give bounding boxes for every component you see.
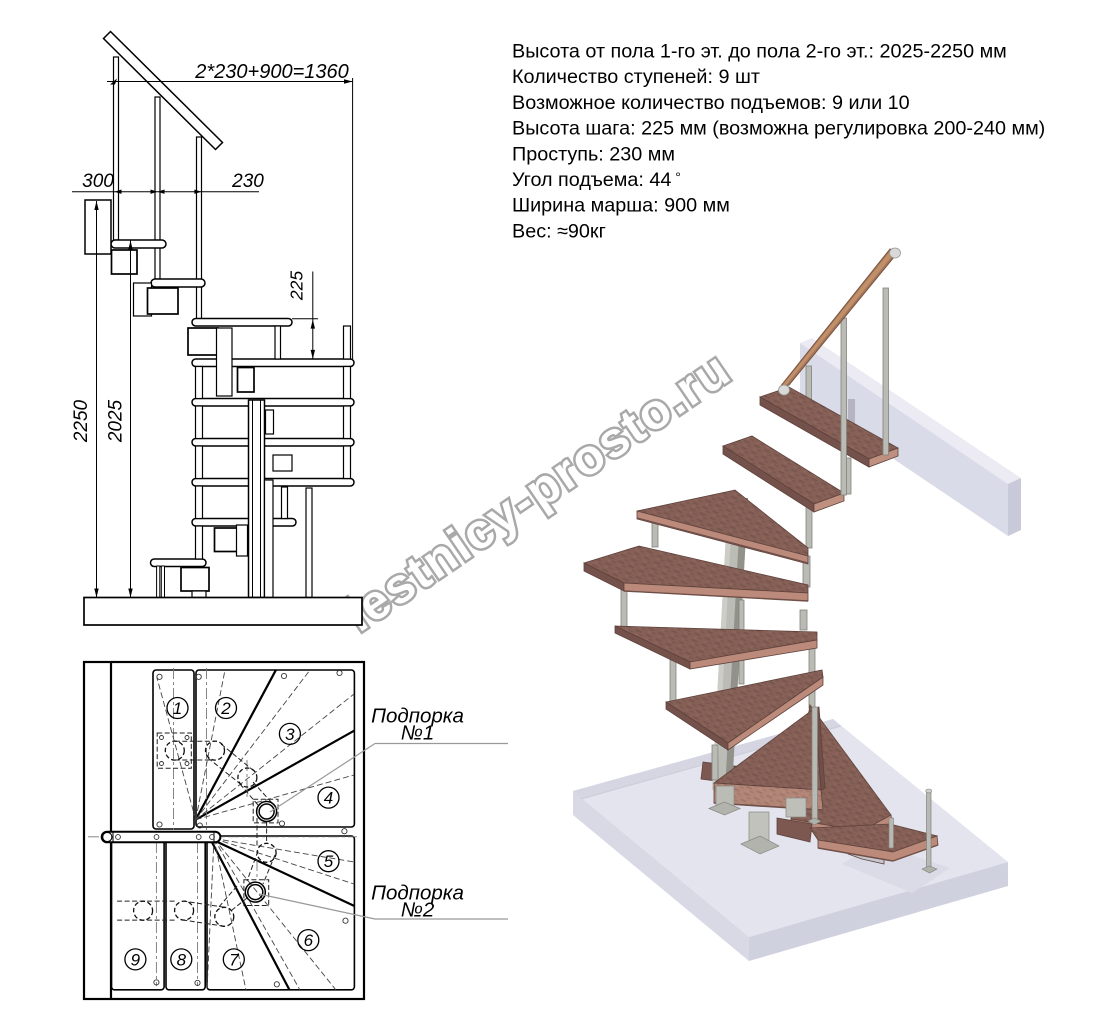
svg-text:Угол подъема: 44 °: Угол подъема: 44 °: [512, 169, 681, 191]
svg-text:3: 3: [285, 725, 295, 744]
svg-text:6: 6: [304, 931, 314, 950]
svg-text:8: 8: [177, 950, 187, 969]
svg-text:225: 225: [287, 271, 307, 301]
svg-text:№2: №2: [401, 899, 435, 922]
svg-text:5: 5: [324, 852, 334, 871]
svg-text:Подпорка: Подпорка: [371, 705, 464, 728]
svg-text:230: 230: [231, 171, 264, 192]
svg-text:Высота шага: 225 мм (возможна: Высота шага: 225 мм (возможна регулировк…: [512, 118, 1045, 140]
svg-text:2*230+900=1360: 2*230+900=1360: [194, 61, 349, 83]
svg-text:Возможное количество подъемов:: Возможное количество подъемов: 9 или 10: [512, 92, 910, 114]
svg-text:Ширина марша: 900 мм: Ширина марша: 900 мм: [512, 195, 730, 217]
svg-text:Проступь: 230 мм: Проступь: 230 мм: [512, 143, 675, 165]
svg-text:Количество ступеней: 9 шт: Количество ступеней: 9 шт: [512, 66, 760, 88]
svg-text:Высота от пола 1-го эт. до пол: Высота от пола 1-го эт. до пола 2-го эт.…: [512, 41, 1007, 63]
svg-text:Подпорка: Подпорка: [371, 882, 464, 905]
svg-text:4: 4: [324, 789, 333, 808]
svg-text:300: 300: [82, 171, 114, 192]
svg-text:1: 1: [173, 699, 182, 718]
svg-text:2025: 2025: [106, 399, 127, 443]
svg-text:9: 9: [131, 950, 141, 969]
svg-text:Вес: ≈90кг: Вес: ≈90кг: [512, 220, 606, 242]
svg-text:7: 7: [229, 950, 239, 969]
svg-text:2250: 2250: [71, 399, 92, 443]
svg-text:2: 2: [220, 699, 231, 718]
svg-text:№1: №1: [401, 722, 435, 745]
